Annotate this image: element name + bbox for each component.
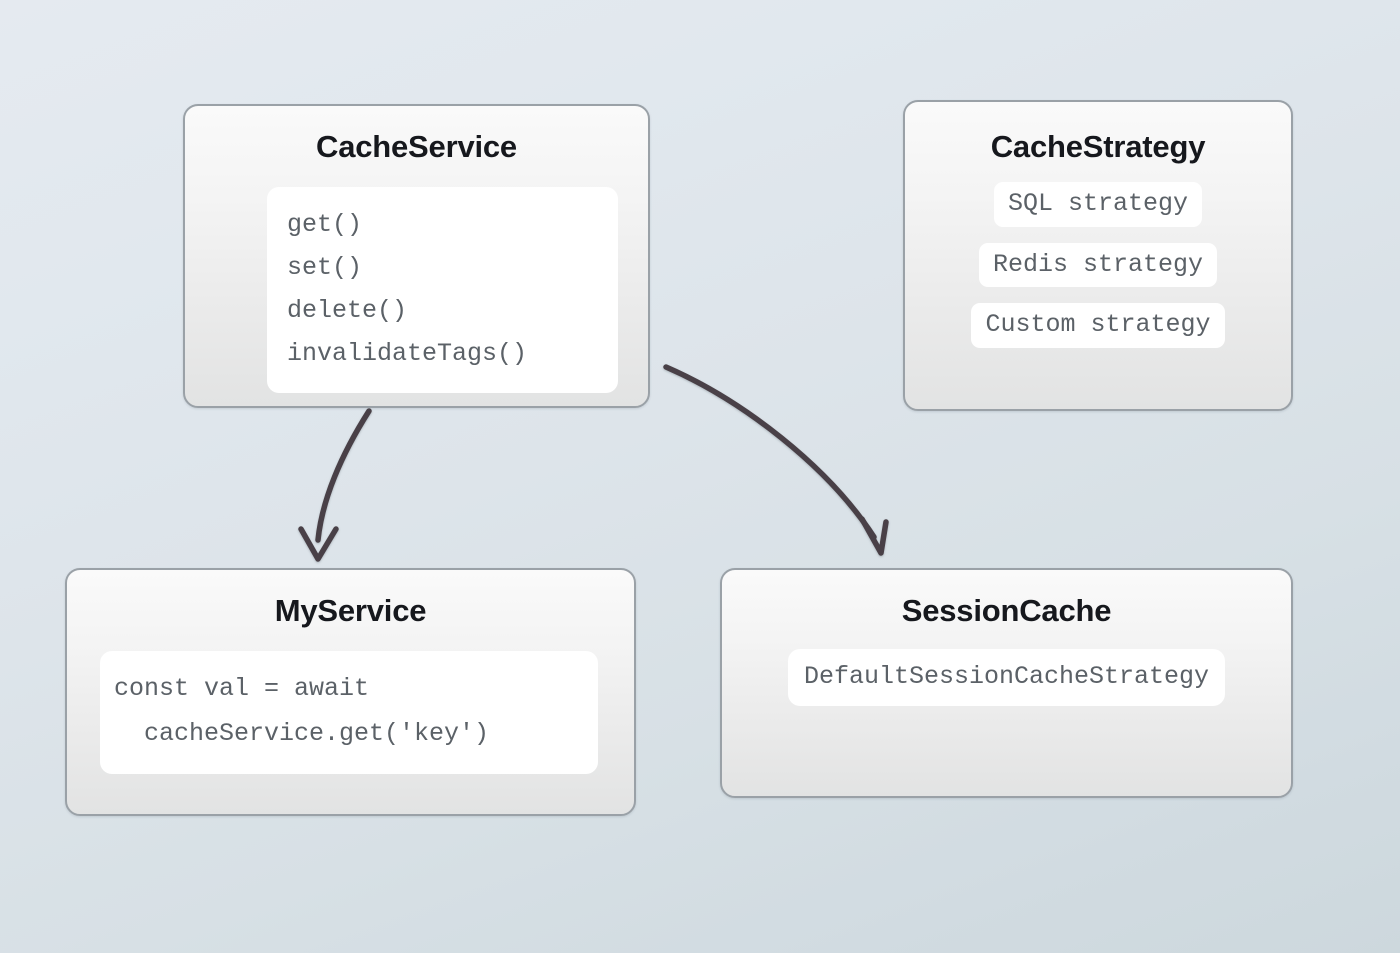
node-session-cache[interactable]: SessionCache DefaultSessionCacheStrategy: [720, 568, 1293, 798]
connector-cacheservice-myservice: [298, 408, 372, 562]
node-my-service[interactable]: MyService const val = await cacheService…: [65, 568, 636, 816]
node-cache-service-title: CacheService: [316, 129, 517, 164]
node-cache-strategy[interactable]: CacheStrategy SQL strategy Redis strateg…: [903, 100, 1293, 411]
cache-strategy-chip-list: SQL strategy Redis strategy Custom strat…: [905, 182, 1291, 348]
cache-strategy-chip-sql[interactable]: SQL strategy: [993, 182, 1203, 227]
cache-strategy-chip-redis[interactable]: Redis strategy: [978, 242, 1218, 287]
node-cache-service[interactable]: CacheService get() set() delete() invali…: [183, 104, 650, 408]
node-session-cache-title: SessionCache: [901, 593, 1112, 628]
node-cache-strategy-title: CacheStrategy: [990, 129, 1206, 164]
cache-service-methods-panel: get() set() delete() invalidateTags(): [267, 187, 618, 393]
my-service-code-panel: const val = await cacheService.get('key'…: [100, 651, 598, 774]
session-cache-chip-list: DefaultSessionCacheStrategy: [722, 649, 1291, 706]
node-my-service-title: MyService: [274, 593, 427, 628]
session-cache-chip-default-strategy[interactable]: DefaultSessionCacheStrategy: [787, 649, 1226, 706]
connector-cacheservice-sessioncache: [663, 364, 889, 556]
cache-strategy-chip-custom[interactable]: Custom strategy: [971, 303, 1225, 348]
